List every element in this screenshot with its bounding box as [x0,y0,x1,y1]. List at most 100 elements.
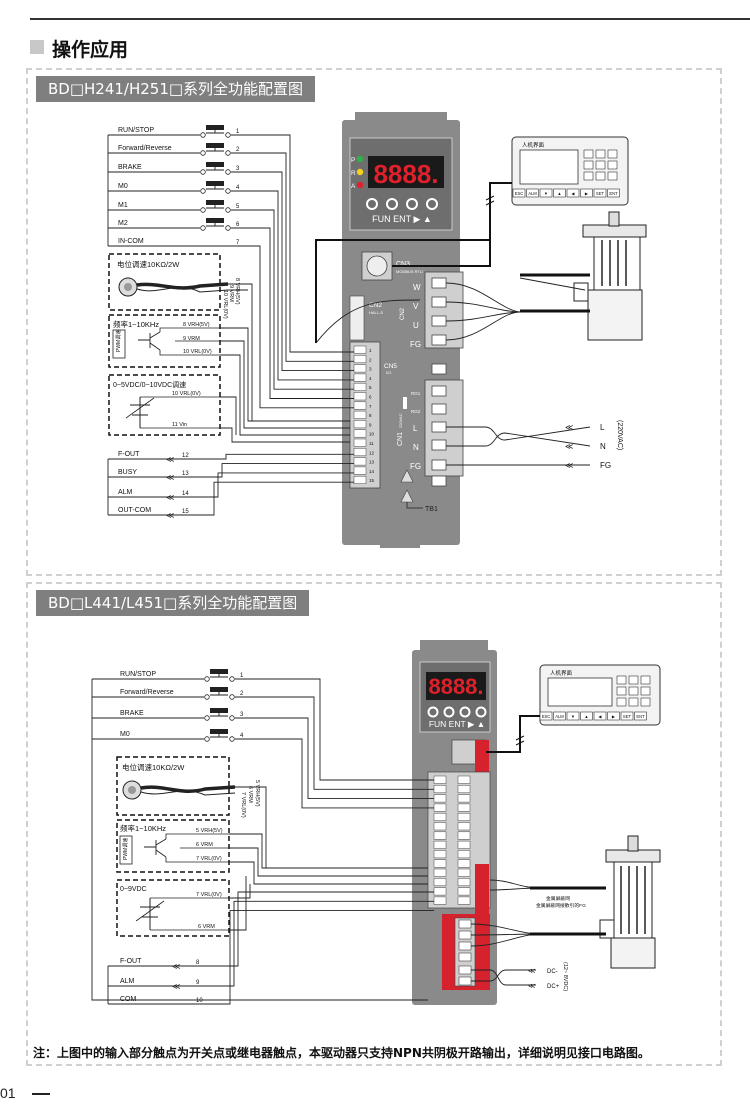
switch-contact-icon [204,676,210,682]
hmi-button[interactable] [553,188,566,198]
hmi-button-label: ▼ [544,191,548,196]
hmi-button[interactable] [607,188,620,198]
switch-button-icon[interactable] [206,162,224,167]
d1-power-note: (220VAC) [616,420,623,450]
d2-io-pin [457,822,471,831]
d2-input-label: Forward/Reverse [120,689,174,696]
hmi-button[interactable] [580,711,593,721]
hmi-button[interactable] [634,711,647,721]
d1-power: L N FG (220VAC) ≪ ≪ ≪ [446,420,623,470]
d1-input-num: 7 [236,240,240,246]
d2-io-pin [433,812,447,821]
switch-button-icon[interactable] [206,181,224,186]
switch-button-icon[interactable] [210,729,228,734]
d1-pot-title: 电位调速10KΩ/2W [117,259,180,269]
top-rule [30,18,750,20]
cn5-pin-label: 5 [369,385,372,390]
hmi-button[interactable] [593,711,607,721]
d2-output-wire [108,900,434,987]
d2-motor [599,835,661,969]
d2-input-route [235,738,434,809]
switch-button-icon[interactable] [206,125,224,130]
d1-output-label: F-OUT [118,451,140,458]
hall-port[interactable] [349,295,365,341]
switch-button-icon[interactable] [210,708,228,713]
switch-button-icon[interactable] [206,200,224,205]
switch-contact-icon [225,132,231,138]
cn5-pin [353,438,367,447]
d2-io-pin [457,887,471,896]
hmi-button[interactable] [580,188,593,198]
d2-io-pin [433,803,447,812]
arrow-icon: ≪ [166,473,174,482]
hmi-button[interactable] [607,711,620,721]
switch-button-icon[interactable] [206,143,224,148]
hmi-button-label: ALM [555,714,564,719]
d2-pwm-pin1: 5 VRH(5V) [196,828,223,834]
cn5-pin-label: 15 [369,478,375,483]
d2-pot-box: 电位调速10KΩ/2W 5 VRH(5V) 6 VRM 7 VRL(0V) [116,756,260,818]
d2-motor-note1: 金属屏蔽网 [546,895,570,902]
d2-io-pin [433,896,447,905]
switch-button-icon[interactable] [206,218,224,223]
switch-contact-icon [200,188,206,194]
d1-output-wire [108,453,354,460]
hmi-button[interactable] [539,188,553,198]
arrow-icon: ≪ [565,461,573,470]
d1-input-num: 6 [236,222,240,228]
hmi-button-label: ◀ [598,714,602,719]
cn5-pin [353,345,367,354]
hmi-button[interactable] [566,711,580,721]
d1-output-num: 12 [182,453,189,459]
cn2-pin-v: V [413,302,419,311]
d1-input-route [231,190,354,381]
hmi-button-label: ▼ [571,714,575,719]
d2-common-rail [91,679,428,1001]
d2-io-pin [457,812,471,821]
d2-io-pins [433,775,471,905]
d2-output-num: 8 [196,960,200,966]
d2-input-route [235,717,434,800]
d2-io-pin [433,831,447,840]
cn5-pin [353,429,367,438]
hmi-button[interactable] [553,711,566,721]
driver1-keypad[interactable] [366,198,438,210]
d1-power-l: L [600,423,605,432]
d1-output-num: 13 [182,471,189,477]
ground-icon [400,469,414,483]
cn5-pin-label: 11 [369,441,374,446]
d1-input-num: 3 [236,166,240,172]
section-marker [30,40,44,54]
driver2-key-labels: FUN ENT ▶ ▲ [429,719,485,729]
hmi-button[interactable] [566,188,580,198]
switch-button-icon[interactable] [210,669,228,674]
switch-contact-icon [204,694,210,700]
switch-button-icon[interactable] [210,687,228,692]
cn5-pin [353,382,367,391]
cn5-pin-label: 2 [369,357,372,362]
hmi-button[interactable] [620,711,634,721]
d2-io-pin [433,794,447,803]
d2-input-num: 3 [240,712,244,718]
cn5-pin [353,392,367,401]
driver2-keypad[interactable] [427,706,487,718]
switch-contact-icon [200,225,206,231]
d1-pwm-box: 频率1~10KHz PWM调速 8 VRH(5V) 9 VRM 10 VRL(0… [108,314,221,368]
hmi-button[interactable] [512,188,526,198]
cn5-pin [353,364,367,373]
hmi-button[interactable] [593,188,607,198]
d1-output-label: ALM [118,489,133,496]
driver1-key-labels: FUN ENT ▶ ▲ [372,214,432,224]
d1-input-label: BRAKE [118,164,142,171]
d1-pot-pin3: 10 VRL(0V) [222,290,228,319]
d2-input-label: M0 [120,731,130,738]
cn5-pin [353,355,367,364]
arrow-icon: ≪ [528,983,535,990]
d1-input-num: 4 [236,185,240,191]
d2-output-num: 10 [196,998,203,1004]
hmi-button[interactable] [526,188,539,198]
